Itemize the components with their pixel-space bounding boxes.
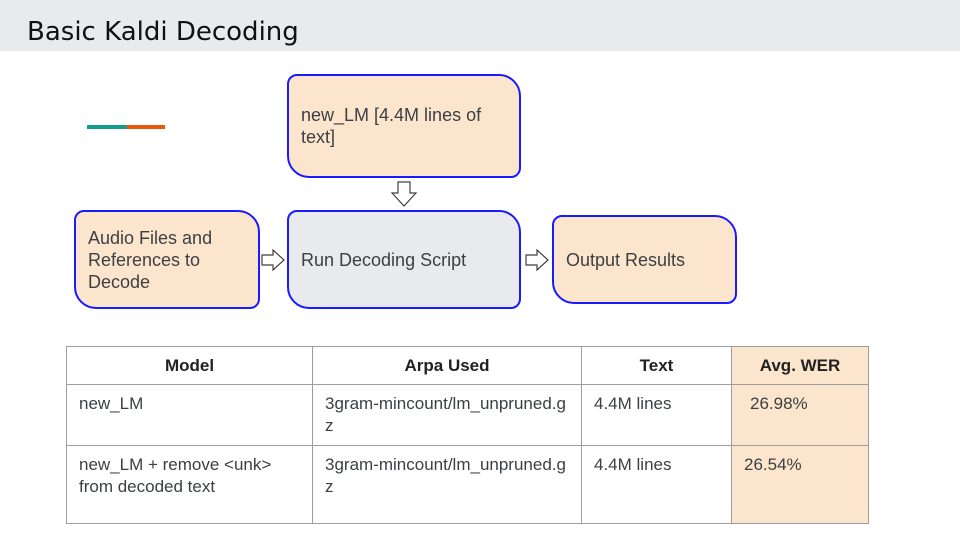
accent-line-teal xyxy=(87,125,127,129)
column-header-wer: Avg. WER xyxy=(731,346,869,385)
table-row: new_LM + remove <unk> from decoded text … xyxy=(66,445,869,524)
language-model-box: new_LM [4.4M lines of text] xyxy=(287,74,521,178)
cell-arpa: 3gram-mincount/lm_unpruned.gz xyxy=(312,445,582,524)
arrow-right-icon xyxy=(261,249,285,271)
cell-arpa: 3gram-mincount/lm_unpruned.gz xyxy=(312,384,582,446)
cell-wer: 26.54% xyxy=(731,445,869,524)
accent-line-orange xyxy=(127,125,165,129)
results-table: Model Arpa Used Text Avg. WER new_LM 3gr… xyxy=(66,346,869,524)
column-header-text: Text xyxy=(581,346,732,385)
slide-title: Basic Kaldi Decoding xyxy=(27,17,299,47)
output-results-label: Output Results xyxy=(566,249,686,270)
table-header-row: Model Arpa Used Text Avg. WER xyxy=(66,346,869,385)
cell-text: 4.4M lines xyxy=(581,384,732,446)
column-header-arpa: Arpa Used xyxy=(312,346,582,385)
output-results-box: Output Results xyxy=(552,215,737,304)
table-row: new_LM 3gram-mincount/lm_unpruned.gz 4.4… xyxy=(66,384,869,446)
decoding-script-box: Run Decoding Script xyxy=(287,210,521,309)
decoding-script-label: Run Decoding Script xyxy=(301,249,467,270)
arrow-down-icon xyxy=(391,181,417,207)
column-header-model: Model xyxy=(66,346,313,385)
title-bar: Basic Kaldi Decoding xyxy=(0,0,960,51)
audio-files-box: Audio Files and References to Decode xyxy=(74,210,260,309)
language-model-label: new_LM [4.4M lines of text] xyxy=(301,105,482,147)
arrow-right-icon xyxy=(525,249,549,271)
cell-wer: 26.98% xyxy=(731,384,869,446)
cell-text: 4.4M lines xyxy=(581,445,732,524)
audio-files-label: Audio Files and References to Decode xyxy=(88,227,213,292)
cell-model: new_LM + remove <unk> from decoded text xyxy=(66,445,313,524)
cell-model: new_LM xyxy=(66,384,313,446)
